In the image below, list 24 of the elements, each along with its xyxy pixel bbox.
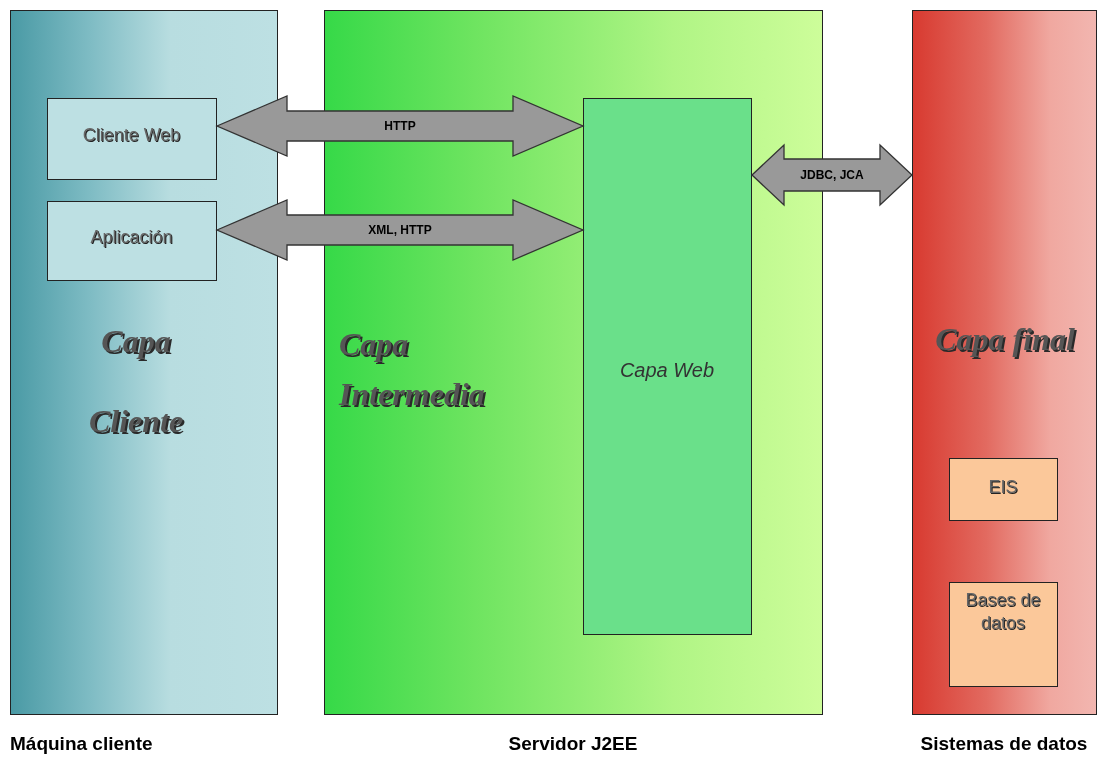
component-label: EIS: [987, 476, 1019, 498]
component-box: [46, 97, 217, 180]
layer-panel: [912, 10, 1097, 715]
component-box: [948, 581, 1058, 687]
layer-panel: [10, 10, 278, 715]
component-box: [948, 457, 1058, 521]
component-box: [46, 200, 217, 281]
component-label: Aplicación: [89, 226, 174, 248]
tier-caption: Máquina cliente: [10, 733, 154, 755]
component-label: Bases de datos: [964, 588, 1042, 635]
tier-caption: Sistemas de datos: [919, 733, 1089, 755]
tier-caption: Servidor J2EE: [507, 733, 639, 755]
layer-title: Capa Intermedia: [339, 325, 486, 414]
component-box: [582, 97, 752, 635]
double-block-arrow: [751, 143, 913, 207]
edge-label: XML, HTTP: [368, 223, 432, 237]
component-label: Cliente Web: [81, 124, 182, 146]
double-block-arrow: [215, 199, 585, 261]
layer-title: Capa Cliente: [87, 322, 185, 441]
component-label: Capa Web: [618, 358, 716, 382]
edge-label: JDBC, JCA: [800, 168, 864, 182]
layer-title: Capa final: [935, 320, 1075, 359]
edge-label: HTTP: [384, 119, 416, 133]
double-block-arrow: [215, 95, 585, 157]
